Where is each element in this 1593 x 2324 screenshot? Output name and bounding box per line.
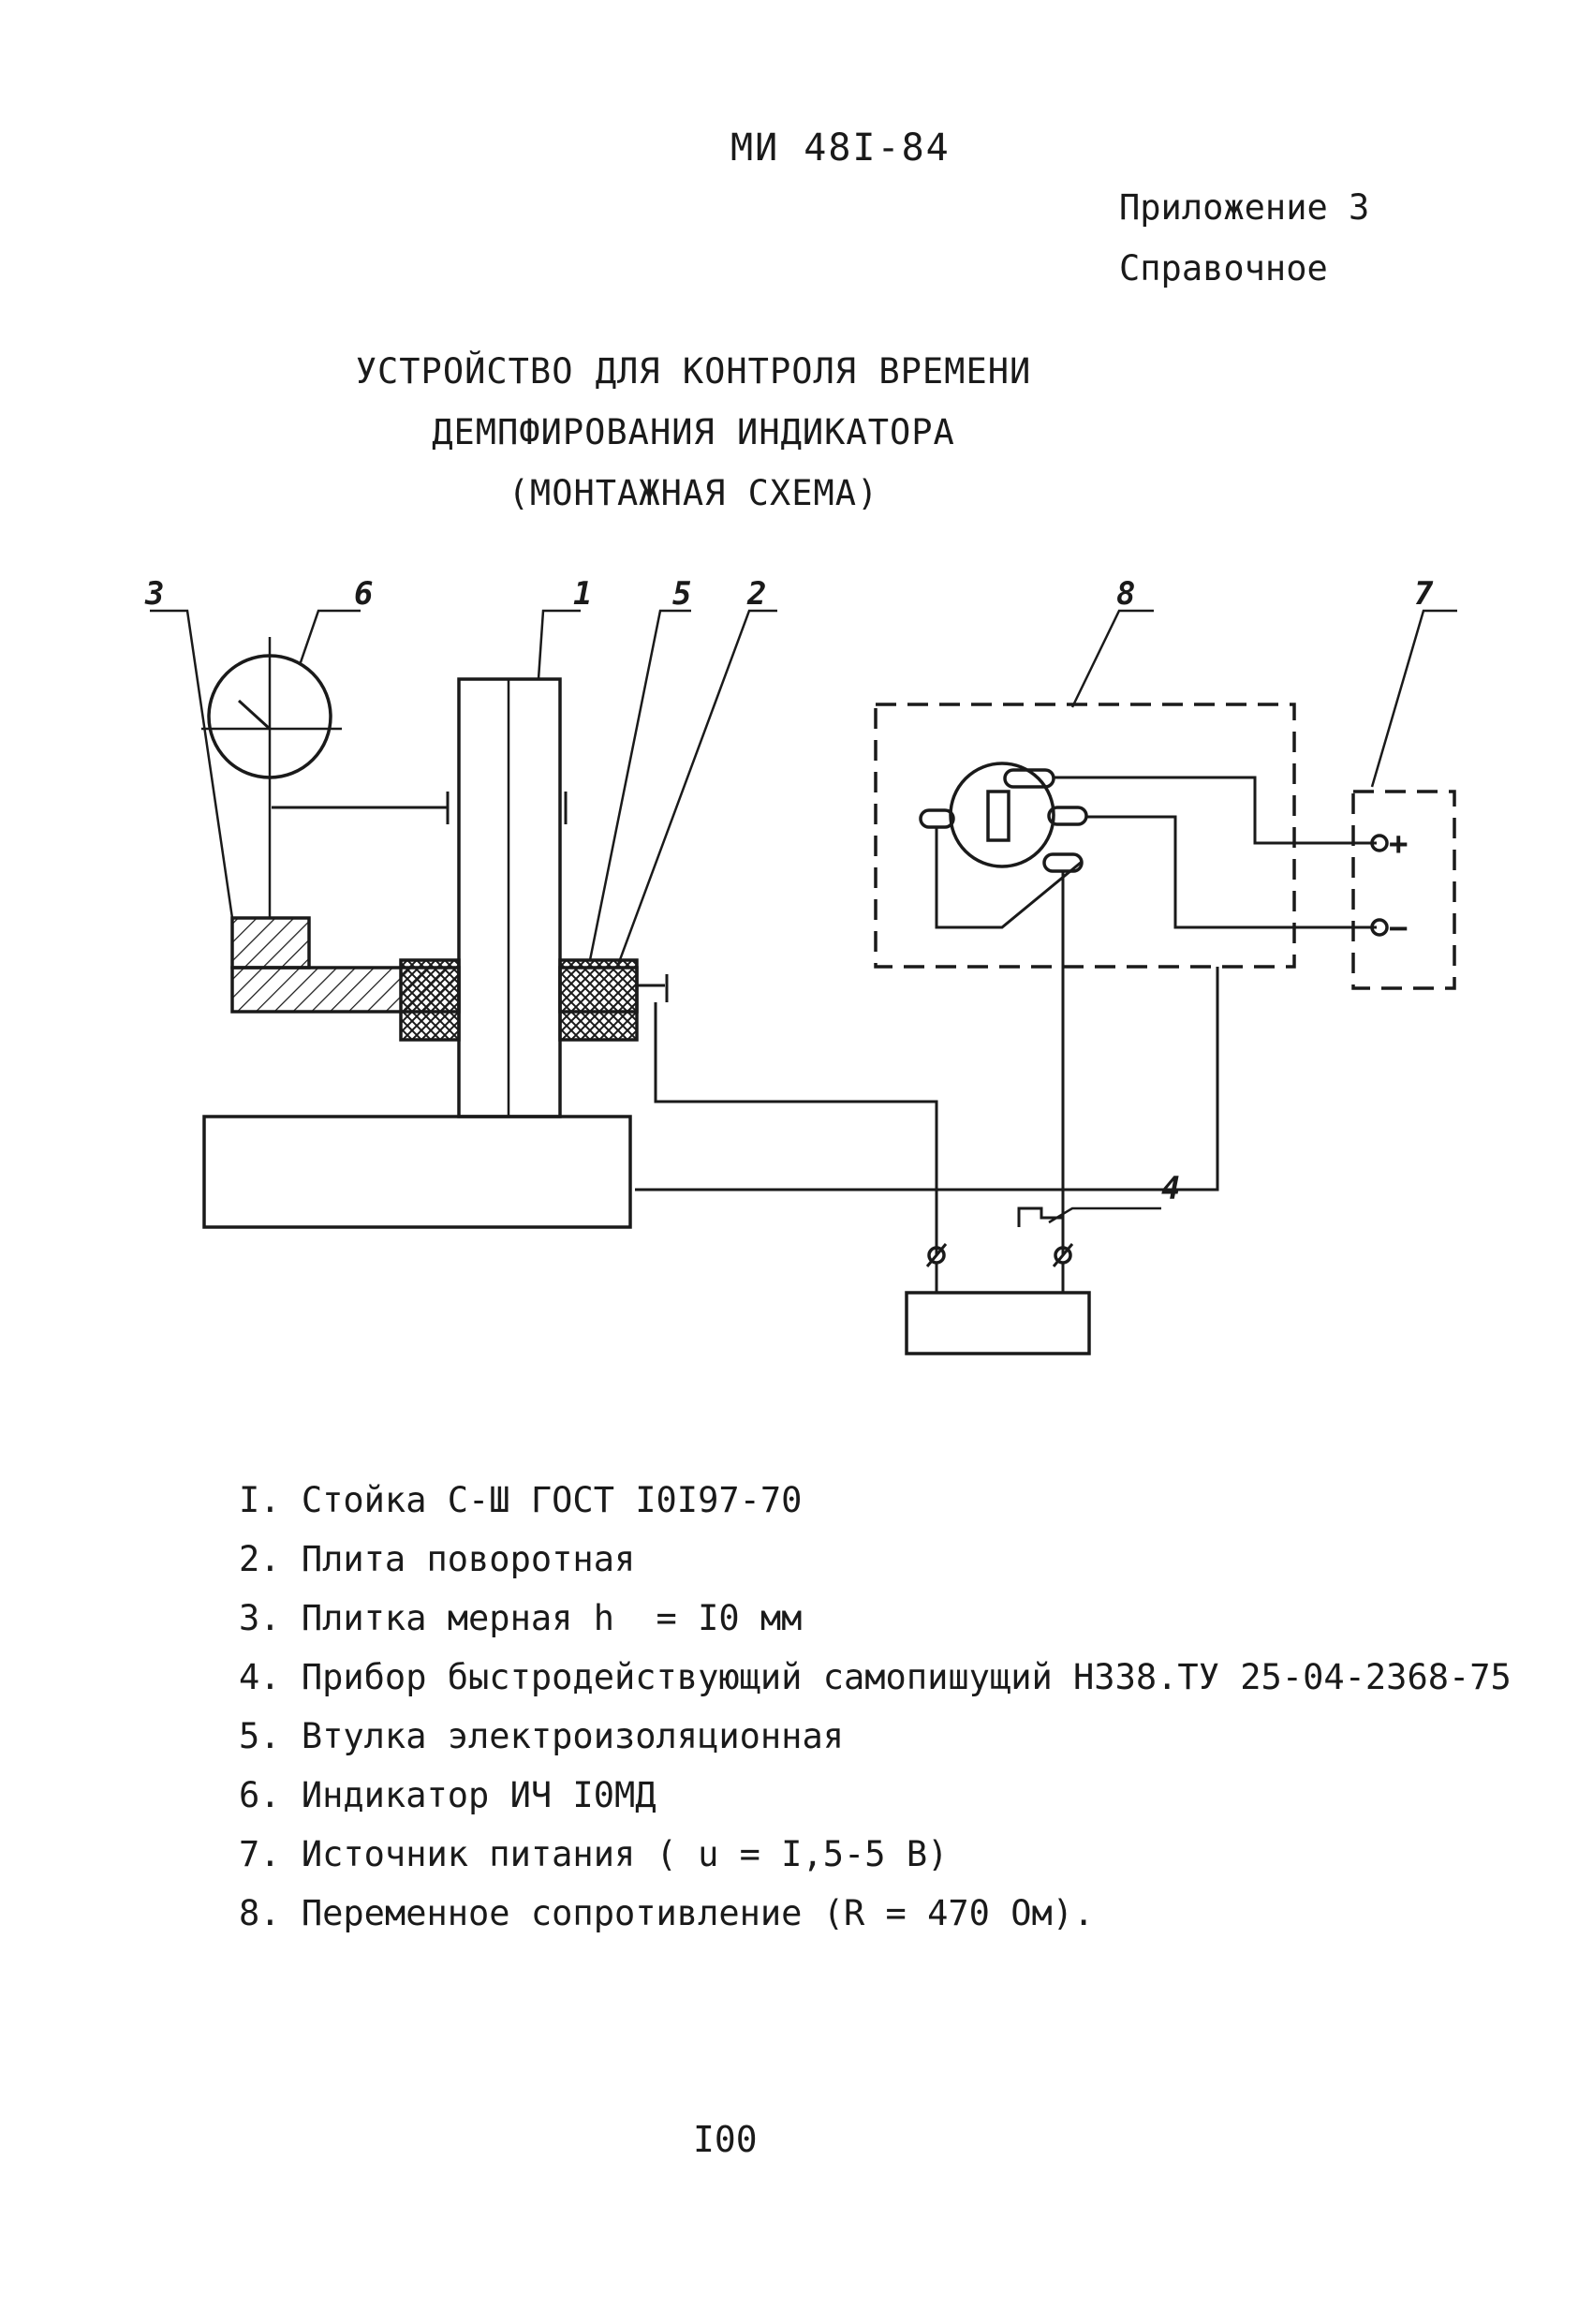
title-line-3: (МОНТАЖНАЯ СХЕМА) [508, 473, 879, 513]
wiring-diagram: 3 6 1 5 2 8 7 4 + − [144, 575, 1457, 1355]
label-6: 6 [354, 575, 373, 613]
reference-label: Справочное [1119, 248, 1328, 289]
rotating-plate-collar [558, 966, 639, 1014]
legend-item-4: 4. Прибор быстродействующий самопишущий … [239, 1657, 1512, 1697]
title-line-2: ДЕМПФИРОВАНИЯ ИНДИКАТОРА [432, 412, 955, 452]
legend-item-8: 8. Переменное сопротивление (R = 470 Ом)… [239, 1893, 1095, 1933]
legend-item-2: 2. Плита поворотная [239, 1539, 636, 1579]
gauge-block [230, 916, 311, 970]
potentiometer [949, 762, 1055, 868]
legend-item-5: 5. Втулка электроизоляционная [239, 1716, 845, 1756]
label-1: 1 [573, 575, 592, 613]
recorder-box [905, 1291, 1091, 1355]
rotating-plate [230, 966, 461, 1014]
minus-terminal-label: − [1389, 910, 1408, 947]
legend-item-7: 7. Источник питания ( u = I,5-5 В) [239, 1834, 949, 1874]
label-5: 5 [672, 575, 691, 613]
page-number: I00 [693, 2119, 758, 2160]
legend-item-1: I. Стойка С-Ш ГОСТ I0I97-70 [239, 1480, 803, 1520]
label-4: 4 [1161, 1170, 1180, 1207]
label-7: 7 [1414, 575, 1434, 613]
resistor-box [874, 703, 1296, 969]
document-number: МИ 48I-84 [730, 126, 951, 170]
legend-item-6: 6. Индикатор ИЧ I0МД [239, 1775, 656, 1815]
legend-item-3: 3. Плитка мерная h = I0 мм [239, 1598, 803, 1638]
power-source-box [1351, 790, 1456, 990]
label-2: 2 [746, 575, 766, 613]
label-3: 3 [144, 575, 164, 613]
appendix-label: Приложение 3 [1119, 187, 1370, 228]
title-line-1: УСТРОЙСТВО ДЛЯ КОНТРОЛЯ ВРЕМЕНИ [355, 351, 1032, 392]
stand-base [202, 1115, 632, 1229]
plus-terminal-label: + [1389, 825, 1408, 863]
label-8: 8 [1116, 575, 1135, 613]
